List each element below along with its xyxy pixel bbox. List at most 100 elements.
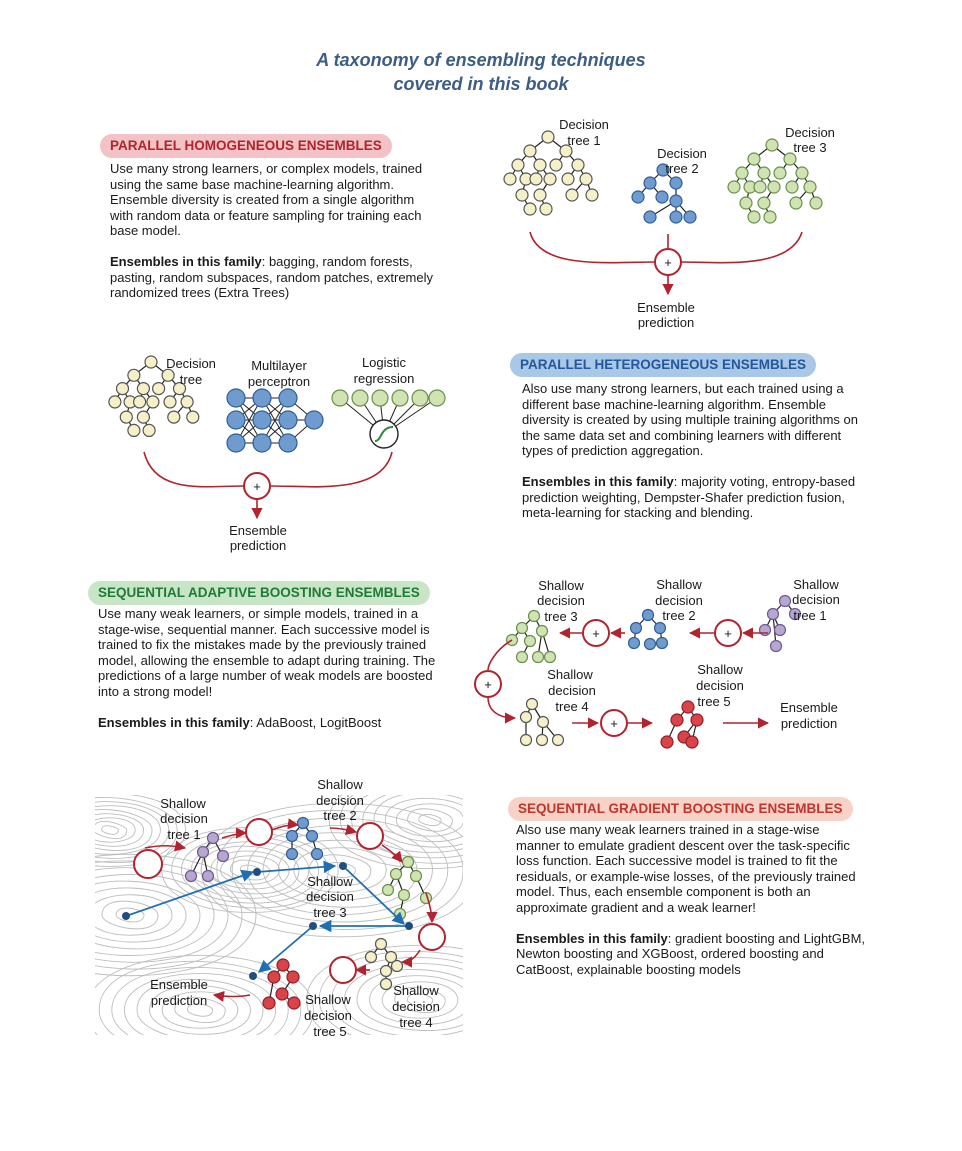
shallow-tree-3-icon xyxy=(381,855,433,921)
contour-line xyxy=(95,860,243,970)
mlp-node xyxy=(278,410,298,430)
family-items: : gradient boosting and LightGBM, Newton… xyxy=(516,930,866,977)
mlp-node xyxy=(252,433,272,453)
tree-3-label: Shallow xyxy=(307,874,353,889)
tree-node xyxy=(142,423,156,437)
tree-node xyxy=(136,410,150,424)
tree-node xyxy=(757,196,771,210)
stage-circle xyxy=(133,849,163,879)
gradient-step-arrow xyxy=(258,925,314,973)
tree-node xyxy=(539,202,553,216)
contour-line xyxy=(98,960,302,1035)
tree-4-label: Shallow xyxy=(547,667,593,682)
output-label: prediction xyxy=(230,538,286,553)
shallow-tree-5-icon xyxy=(660,700,704,749)
multilayer-perceptron-icon xyxy=(226,388,324,453)
gradient-step-arrow xyxy=(125,869,255,917)
stage-arrow xyxy=(221,827,248,839)
family-sequential-adaptive: Ensembles in this family: AdaBoost, Logi… xyxy=(98,715,443,731)
tree-node xyxy=(681,700,695,714)
tree-5-label: decision xyxy=(304,1008,352,1023)
section-sequential-adaptive: Use many weak learners, or simple models… xyxy=(98,606,443,745)
stage-circle xyxy=(418,923,446,951)
tree-3-label: Decision xyxy=(785,125,835,140)
contour-line xyxy=(171,831,329,909)
contour-line xyxy=(407,808,453,832)
tree-node xyxy=(747,210,761,224)
output-label: Ensemble xyxy=(229,523,287,538)
stage-arrow xyxy=(425,892,438,924)
title-line-2: covered in this book xyxy=(393,74,569,94)
gradient-step-arrow xyxy=(256,860,337,874)
tree-node xyxy=(809,196,823,210)
gradient-step-arrow xyxy=(342,865,405,925)
mlp-node xyxy=(304,410,324,430)
gradient-boosting-diagram: Shallow decision tree 1 Shallow decision… xyxy=(122,777,446,1039)
combiner-circle xyxy=(714,619,742,647)
tree-node xyxy=(585,188,599,202)
tree-2-label: tree 2 xyxy=(665,161,698,176)
page-title: A taxonomy of ensembling techniques cove… xyxy=(0,48,962,96)
tree-node xyxy=(571,158,585,172)
tree-node xyxy=(146,395,160,409)
heading-parallel-homogeneous: PARALLEL HOMOGENEOUS ENSEMBLES xyxy=(100,134,392,158)
tree-2-label: Shallow xyxy=(656,577,702,592)
tree-node xyxy=(727,180,741,194)
description-sequential-adaptive: Use many weak learners, or simple models… xyxy=(98,606,436,699)
shallow-tree-5-icon xyxy=(262,958,301,1010)
tree-1-label: tree 1 xyxy=(167,827,200,842)
model-2-label: Multilayer xyxy=(251,358,307,373)
contour-line xyxy=(136,979,264,1035)
tree-node xyxy=(535,624,549,638)
tree-node xyxy=(172,382,187,396)
tree-node xyxy=(789,196,803,210)
family-items: : bagging, random forests, pasting, rand… xyxy=(110,253,434,301)
tree-node xyxy=(379,977,393,991)
tree-node xyxy=(379,964,393,978)
output-label: prediction xyxy=(151,993,207,1008)
stage-circle xyxy=(356,822,384,850)
tree-node xyxy=(196,845,210,859)
model-3-label: Logistic xyxy=(362,355,407,370)
tree-node xyxy=(643,176,657,190)
combine-symbol: + xyxy=(253,479,261,494)
tree-1-label: Shallow xyxy=(160,796,206,811)
tree-4-label: decision xyxy=(548,683,596,698)
tree-node xyxy=(739,196,753,210)
adaptive-boosting-diagram: + + + + Shallow decision tree 1 Shallow … xyxy=(474,577,840,749)
tree-node xyxy=(201,869,215,883)
tree-node xyxy=(766,607,780,621)
tree-node xyxy=(384,950,398,964)
tree-node xyxy=(670,713,684,727)
tree-node xyxy=(216,849,230,863)
tree-1-label: tree 1 xyxy=(793,608,826,623)
tree-node xyxy=(503,172,517,186)
contour-line xyxy=(115,907,145,923)
stage-circle xyxy=(245,818,273,846)
family-items: : majority voting, entropy-based predict… xyxy=(522,473,856,521)
model-1-label: Decision xyxy=(166,356,216,371)
tree-node xyxy=(683,210,697,224)
tree-node xyxy=(163,395,177,409)
tree-node xyxy=(127,423,141,437)
heterogeneous-ensemble-diagram: + Decision tree Multilayer perceptron Lo… xyxy=(108,355,446,553)
logreg-input-node xyxy=(391,389,409,407)
stage-arrow xyxy=(144,840,187,852)
logreg-input-node xyxy=(428,389,446,407)
mlp-node xyxy=(252,410,272,430)
tree-node xyxy=(627,636,641,650)
tree-node xyxy=(543,650,557,664)
contour-line xyxy=(186,1003,214,1017)
tree-5-label: tree 5 xyxy=(697,694,730,709)
tree-node xyxy=(529,172,543,186)
tree-node xyxy=(541,130,555,144)
contour-line xyxy=(328,795,463,869)
tree-node xyxy=(515,621,529,635)
output-label: prediction xyxy=(781,716,837,731)
contour-line xyxy=(216,810,463,930)
tree-node xyxy=(803,180,817,194)
shallow-tree-1-icon xyxy=(184,831,230,883)
contour-line xyxy=(381,981,459,1019)
tree-node xyxy=(561,172,575,186)
